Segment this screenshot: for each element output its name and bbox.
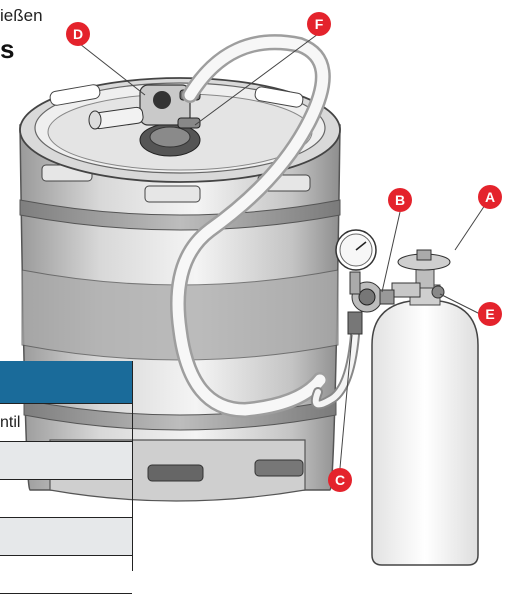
header-text: ießen bbox=[0, 6, 43, 26]
skirt-handle bbox=[255, 460, 303, 476]
table-row bbox=[0, 556, 132, 594]
callout-f: F bbox=[307, 12, 331, 36]
table-row: ntil bbox=[0, 404, 132, 442]
callout-e: E bbox=[478, 302, 502, 326]
header-bold-text: s bbox=[0, 34, 14, 65]
table-row bbox=[0, 480, 132, 518]
skirt-handle bbox=[148, 465, 203, 481]
table-header bbox=[0, 361, 132, 404]
callout-a: A bbox=[478, 185, 502, 209]
callout-d: D bbox=[66, 22, 90, 46]
table-row bbox=[0, 442, 132, 480]
table-row bbox=[0, 518, 132, 556]
parts-table: ntil bbox=[0, 361, 133, 571]
rim-handle bbox=[145, 186, 200, 202]
table-cell: ntil bbox=[0, 414, 20, 432]
callout-b: B bbox=[388, 188, 412, 212]
callout-c: C bbox=[328, 468, 352, 492]
